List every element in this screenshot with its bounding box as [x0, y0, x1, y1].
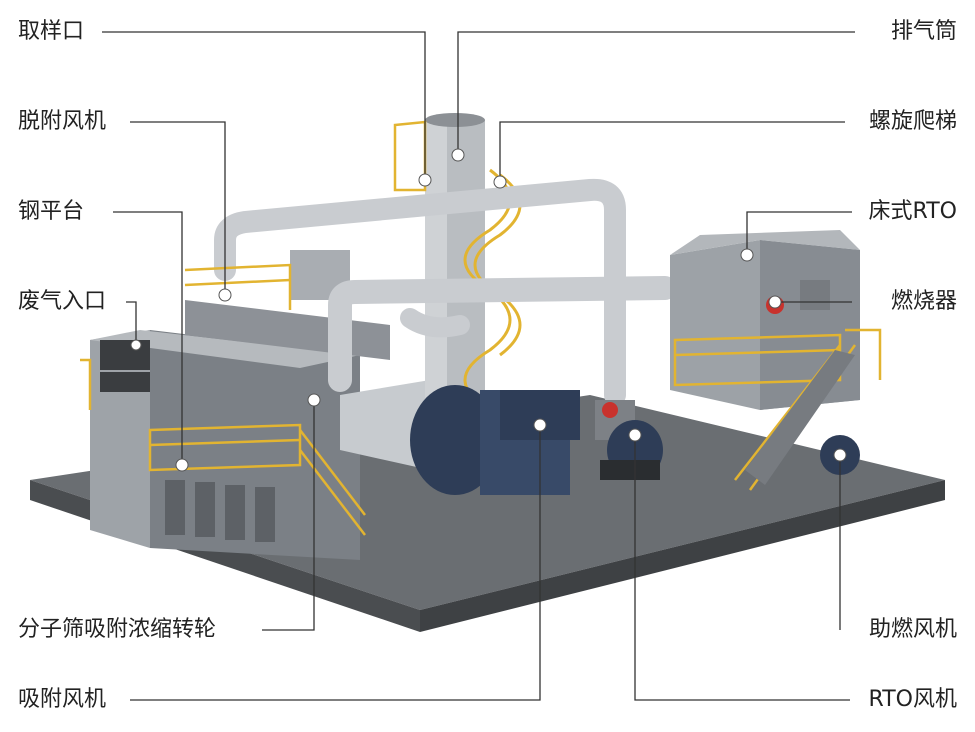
label-zeolite-rotor: 分子筛吸附浓缩转轮 [18, 617, 217, 642]
label-combustion-fan: 助燃风机 [868, 617, 957, 642]
label-adsorption-fan: 吸附风机 [18, 687, 107, 712]
marker-dots [130, 148, 847, 472]
label-rto-fan: RTO风机 [868, 687, 957, 712]
label-steel-platform: 钢平台 [18, 199, 85, 224]
label-spiral-ladder: 螺旋爬梯 [868, 109, 957, 134]
label-exhaust-stack: 排气筒 [890, 19, 957, 44]
leader-lines [102, 31, 855, 701]
rto-stairs [745, 350, 855, 485]
adsorption-fan-shape [410, 385, 580, 495]
duct-cone [340, 380, 430, 470]
rto-fan-shape [595, 400, 663, 480]
label-desorption-fan: 脱附风机 [18, 109, 107, 134]
bed-rto-shape [670, 230, 860, 410]
piping [214, 178, 677, 406]
label-sampling-port: 取样口 [18, 19, 85, 44]
label-burner: 燃烧器 [890, 289, 957, 314]
label-bed-rto: 床式RTO [868, 199, 957, 224]
rotor-housing [90, 330, 360, 560]
label-waste-gas-inlet: 废气入口 [18, 289, 107, 314]
